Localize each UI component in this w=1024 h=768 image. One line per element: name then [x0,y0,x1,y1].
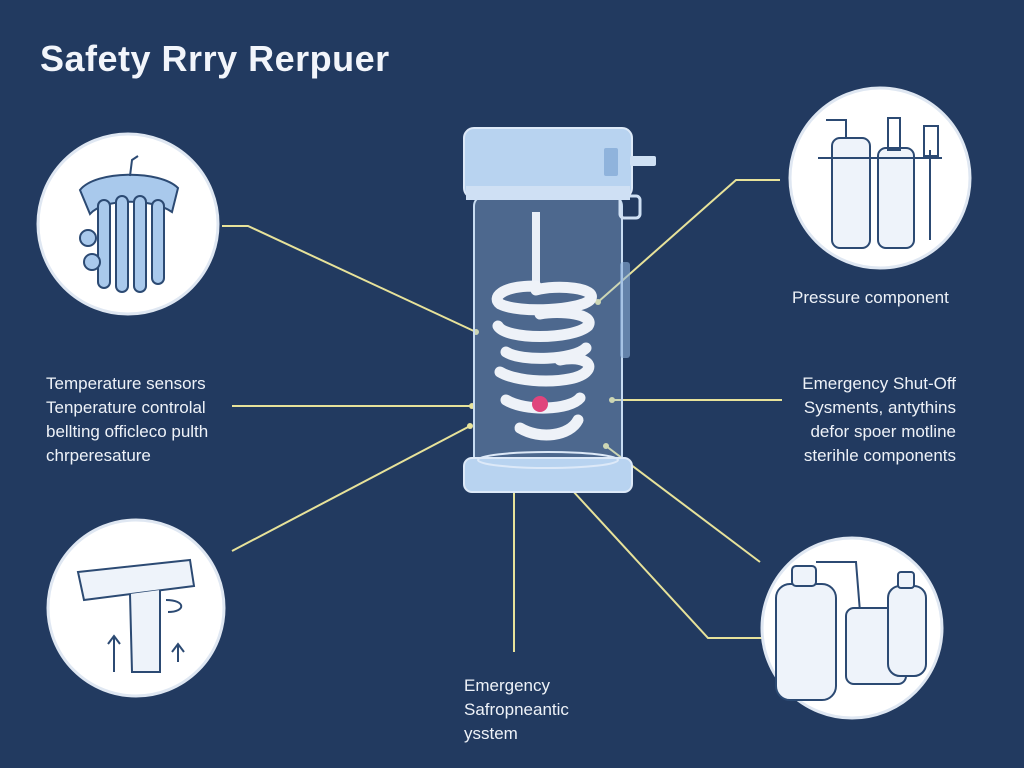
supply-bottles-circle [760,536,944,720]
leader-line-sink [231,425,471,552]
central-unit [463,127,656,493]
page-title: Safety Rrry Rerpuer [40,38,390,79]
shutoff-label-line: defor spoer motline [810,422,956,441]
status-indicator-dot [532,396,548,412]
temperature-label-line: Tenperature controlal [46,398,206,417]
unit-fluid-level [477,451,619,469]
unit-cap-band [466,186,630,200]
temperature-label-line: bellting officleco pulth [46,422,209,441]
pressure-tanks-circle [788,86,972,270]
shutoff-label-line: Sysments, antythins [803,398,956,417]
sink-flow-icon [76,558,196,673]
unit-vent [604,148,618,176]
emergency-system-label: Emergency Safropneantic ysstem [464,674,569,746]
coil-manifold-circle [36,132,220,316]
supply-bottles-icon [775,561,927,701]
unit-base [463,457,633,493]
pressure-component-label: Pressure component [792,288,949,307]
leader-line-pressure [597,179,780,303]
emergency-shutoff-label: Emergency Shut-Off Sysments, antythins d… [760,372,956,468]
emergency-label-line: Safropneantic [464,700,569,719]
temperature-label-line: Temperature sensors [46,374,206,393]
pressure-tanks-icon [818,117,942,249]
shutoff-label-line: sterihle components [803,446,956,465]
leader-line-coil [222,225,477,333]
unit-spigot [630,156,656,166]
sink-flow-circle [46,518,226,698]
coil-manifold-icon [78,155,180,293]
unit-side-panel [620,262,630,358]
unit-handle [618,194,642,220]
emergency-label-line: Emergency [464,676,550,695]
temperature-label-line: chrperesature [46,446,151,465]
temperature-sensors-label: Temperature sensors Tenperature controla… [46,372,208,468]
leader-line-bottles-lower [571,489,762,639]
shutoff-label-line: Emergency Shut-Off [802,374,956,393]
emergency-label-line: ysstem [464,724,518,743]
